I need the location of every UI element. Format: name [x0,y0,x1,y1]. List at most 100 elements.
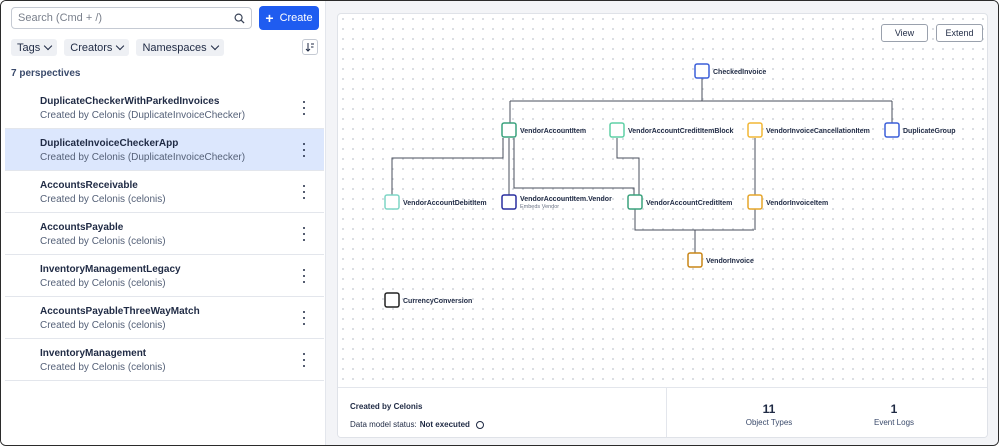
node-sublabel: Embeds Vendor [520,204,559,210]
more-options-icon[interactable] [301,227,307,241]
node-icon [687,252,703,268]
refresh-icon [475,420,484,429]
more-options-icon[interactable] [301,101,307,115]
create-button-label: Create [279,12,313,24]
data-model-status: Data model status: Not executed [350,420,484,429]
more-options-icon[interactable] [301,353,307,367]
perspective-title: AccountsReceivable [40,180,138,191]
perspective-subtitle: Created by Celonis (celonis) [40,194,166,205]
sort-icon [305,43,314,52]
list-item[interactable]: DuplicateCheckerWithParkedInvoices Creat… [5,87,324,129]
more-options-icon[interactable] [301,311,307,325]
graph-node-checked-invoice[interactable]: CheckedInvoice [694,63,766,79]
perspective-subtitle: Created by Celonis (DuplicateInvoiceChec… [40,152,246,163]
node-label: VendorAccountCreditItemBlock [628,128,734,135]
node-label: VendorAccountItem.Vendor [520,196,612,203]
graph-node-vendor-account-credit-item[interactable]: VendorAccountCreditItem [627,194,732,210]
perspective-subtitle: Created by Celonis (celonis) [40,362,166,373]
graph-node-vendor-account-item[interactable]: VendorAccountItem [501,122,586,138]
more-options-icon[interactable] [301,269,307,283]
graph-node-vendor-invoice[interactable]: VendorInvoice [687,252,754,268]
event-logs-count: 1 [890,402,898,416]
perspective-title: InventoryManagement [40,348,147,359]
sort-button[interactable] [302,39,318,55]
node-icon [694,63,710,79]
status-value: Not executed [419,420,470,429]
perspective-title: DuplicateInvoiceCheckerApp [40,138,179,149]
node-label: VendorInvoiceCancellationItem [766,128,870,135]
node-icon [884,122,900,138]
chevron-down-icon [210,41,219,51]
more-options-icon[interactable] [301,143,307,157]
view-button-label: View [894,28,915,38]
created-by: Created by Celonis [350,402,423,411]
footer-divider [666,388,667,437]
node-label: VendorAccountDebitItem [403,200,487,207]
edge-vendor-account-item-debit [391,138,504,195]
node-label: CurrencyConversion [403,298,472,305]
list-item[interactable]: AccountsPayableThreeWayMatch Created by … [5,297,324,339]
more-options-icon[interactable] [301,185,307,199]
perspective-footer: Created by Celonis Data model status: No… [338,387,987,437]
list-item[interactable]: InventoryManagementLegacy Created by Cel… [5,255,324,297]
graph-edges [391,78,893,254]
node-label: VendorInvoice [706,258,754,265]
graph-node-vendor-account-debit-item[interactable]: VendorAccountDebitItem [384,194,487,210]
list-item[interactable]: AccountsPayable Created by Celonis (celo… [5,213,324,255]
extend-button-label: Extend [945,28,974,38]
filter-tags-label: Tags [17,41,41,54]
graph-node-vendor-invoice-cancellation-item[interactable]: VendorInvoiceCancellationItem [747,122,870,138]
perspective-subtitle: Created by Celonis (celonis) [40,236,166,247]
graph-node-currency-conversion[interactable]: CurrencyConversion [384,292,472,308]
object-types-label: Object Types [745,418,793,427]
chevron-down-icon [116,41,125,51]
event-logs-stat: 1 Event Logs [864,402,924,427]
node-label: VendorAccountItem [520,128,586,135]
list-item[interactable]: AccountsReceivable Created by Celonis (c… [5,171,324,213]
list-item[interactable]: DuplicateInvoiceCheckerApp Created by Ce… [5,129,324,171]
graph-node-duplicate-group[interactable]: DuplicateGroup [884,122,956,138]
node-label: VendorInvoiceItem [766,200,828,207]
extend-button[interactable]: Extend [936,24,983,42]
filter-creators[interactable]: Creators [64,39,130,56]
edge-credit-invoice [634,209,754,254]
node-label: CheckedInvoice [713,69,766,76]
edge-checked-invoice-bus [509,78,893,124]
filter-namespaces[interactable]: Namespaces [136,39,224,56]
plus-icon: + [265,10,274,26]
node-icon [501,194,517,210]
node-label: VendorAccountCreditItem [646,200,732,207]
search-input[interactable] [18,12,234,24]
node-label: DuplicateGroup [903,128,956,135]
graph-node-vendor-invoice-item[interactable]: VendorInvoiceItem [747,194,828,210]
list-item[interactable]: InventoryManagement Created by Celonis (… [5,339,324,381]
filter-creators-label: Creators [70,41,113,54]
view-button[interactable]: View [881,24,928,42]
perspective-title: InventoryManagementLegacy [40,264,181,275]
search-box[interactable] [11,7,252,29]
filter-bar: Tags Creators Namespaces [11,39,224,56]
node-icon [384,194,400,210]
perspective-title: DuplicateCheckerWithParkedInvoices [40,96,220,107]
perspective-title: AccountsPayableThreeWayMatch [40,306,200,317]
node-icon [501,122,517,138]
status-label: Data model status: [350,420,417,429]
perspective-subtitle: Created by Celonis (celonis) [40,320,166,331]
create-button[interactable]: + Create [259,6,319,30]
graph-node-vendor-account-credit-item-block[interactable]: VendorAccountCreditItemBlock [609,122,734,138]
node-icon [747,194,763,210]
node-icon [384,292,400,308]
perspective-title: AccountsPayable [40,222,124,233]
node-icon [627,194,643,210]
perspectives-list: DuplicateCheckerWithParkedInvoices Creat… [5,87,324,381]
edge-credit-block-credit [616,138,640,195]
search-icon[interactable] [234,13,245,24]
perspectives-count: 7 perspectives [11,68,81,79]
event-logs-label: Event Logs [873,418,915,427]
filter-tags[interactable]: Tags [11,39,58,56]
edge-vendor-account-item-credit [513,138,635,195]
